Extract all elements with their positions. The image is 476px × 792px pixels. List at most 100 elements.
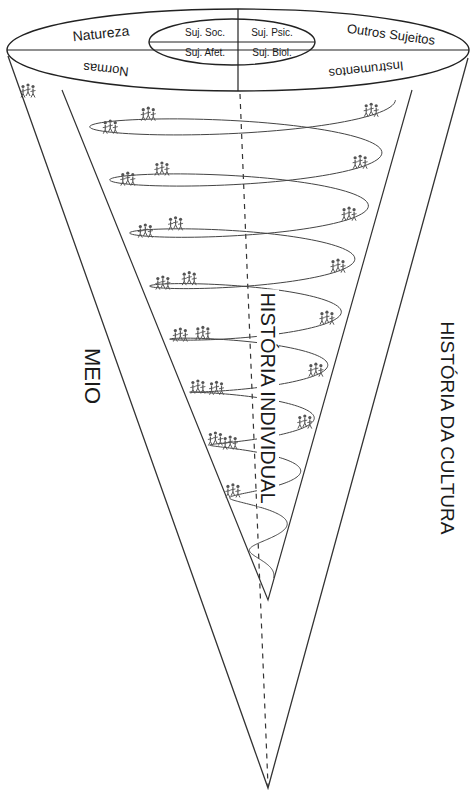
inner-cone-line (62, 90, 412, 600)
side-label: HISTÓRIA DA CULTURA (437, 319, 458, 538)
person-arms (363, 162, 368, 163)
person-legs (341, 269, 345, 273)
person-head (166, 277, 169, 280)
person-arms (352, 214, 357, 215)
person-legs (173, 338, 177, 342)
person-head (209, 433, 212, 436)
axis-label: HISTÓRIA INDIVIDUAL (257, 289, 279, 506)
person-head (229, 435, 232, 438)
person-arms (318, 370, 323, 371)
person-arms (213, 437, 218, 438)
person-arms (164, 169, 169, 170)
person-arms (225, 490, 230, 491)
subject-label: Suj. Biol. (252, 47, 291, 58)
person-legs (314, 371, 318, 375)
person-head (121, 173, 124, 176)
person-arms (141, 114, 146, 115)
person-arms (125, 177, 130, 178)
person-arms (190, 387, 195, 388)
outer-cone-line (8, 56, 468, 788)
person-head (352, 208, 355, 211)
person-head (174, 329, 177, 332)
person-head (234, 437, 237, 440)
person-arms (130, 179, 135, 180)
person-legs (231, 492, 235, 496)
person-legs (336, 267, 340, 271)
person-head (191, 381, 194, 384)
person-arms (223, 443, 228, 444)
subject-label: Suj. Psic. (251, 27, 293, 38)
person-arms (324, 316, 329, 317)
person-head (347, 207, 350, 210)
side-label: MEIO (80, 345, 104, 407)
inner-ellipse: Suj. Soc.Suj. Psic.Suj. Afet.Suj. Biol. (148, 18, 316, 66)
person-head (152, 108, 155, 111)
person-head (160, 161, 163, 164)
person-legs (201, 390, 205, 394)
person-arms (214, 386, 219, 387)
person-arms (353, 162, 358, 163)
person-legs (113, 130, 117, 134)
person-head (375, 104, 378, 107)
person-head (169, 218, 172, 221)
person-head (231, 483, 234, 486)
person-legs (148, 234, 152, 238)
ellipse-outline (148, 18, 316, 66)
person-legs (196, 336, 200, 340)
person-head (226, 485, 229, 488)
person-arms (143, 229, 148, 230)
person-head (139, 225, 142, 228)
person-arms (155, 283, 160, 284)
spiral-line (90, 100, 396, 578)
person-head (220, 382, 223, 385)
ellipse-border (149, 19, 315, 65)
person-head (196, 327, 199, 330)
person-legs (309, 373, 313, 377)
person-legs (364, 113, 368, 117)
person-arms (319, 318, 324, 319)
person-legs (319, 373, 323, 377)
person-arms (358, 160, 363, 161)
person-legs (183, 338, 187, 342)
person-arms (297, 422, 302, 423)
person-head (144, 224, 147, 227)
person-head (298, 416, 301, 419)
person-legs (330, 321, 334, 325)
person-head (165, 163, 168, 166)
person-head (184, 329, 187, 332)
person-legs (131, 182, 135, 186)
person-head (126, 172, 129, 175)
person-head (31, 85, 34, 88)
person-legs (21, 94, 25, 98)
person-arms (233, 443, 238, 444)
person-head (320, 312, 323, 315)
person-arms (178, 333, 183, 334)
person-legs (210, 391, 214, 395)
person-head (341, 260, 344, 263)
person-legs (178, 336, 182, 340)
person-arms (178, 223, 183, 224)
person-head (354, 156, 357, 159)
person-legs (138, 234, 142, 238)
person-legs (155, 172, 159, 176)
ellipse-outline (6, 8, 470, 92)
person-arms (347, 212, 352, 213)
person-legs (174, 225, 178, 229)
person-arms (160, 281, 165, 282)
person-legs (126, 180, 130, 184)
person-arms (307, 422, 312, 423)
person-head (342, 208, 345, 211)
person-head (215, 381, 218, 384)
person-arms (168, 223, 173, 224)
person-head (325, 311, 328, 314)
person-legs (166, 286, 170, 290)
person-head (330, 312, 333, 315)
person-legs (320, 321, 324, 325)
quadrant-divider (7, 49, 469, 50)
person-legs (218, 441, 222, 445)
person-head (196, 379, 199, 382)
person-legs (358, 163, 362, 167)
person-arms (342, 214, 347, 215)
person-head (193, 273, 196, 276)
person-head (336, 259, 339, 262)
